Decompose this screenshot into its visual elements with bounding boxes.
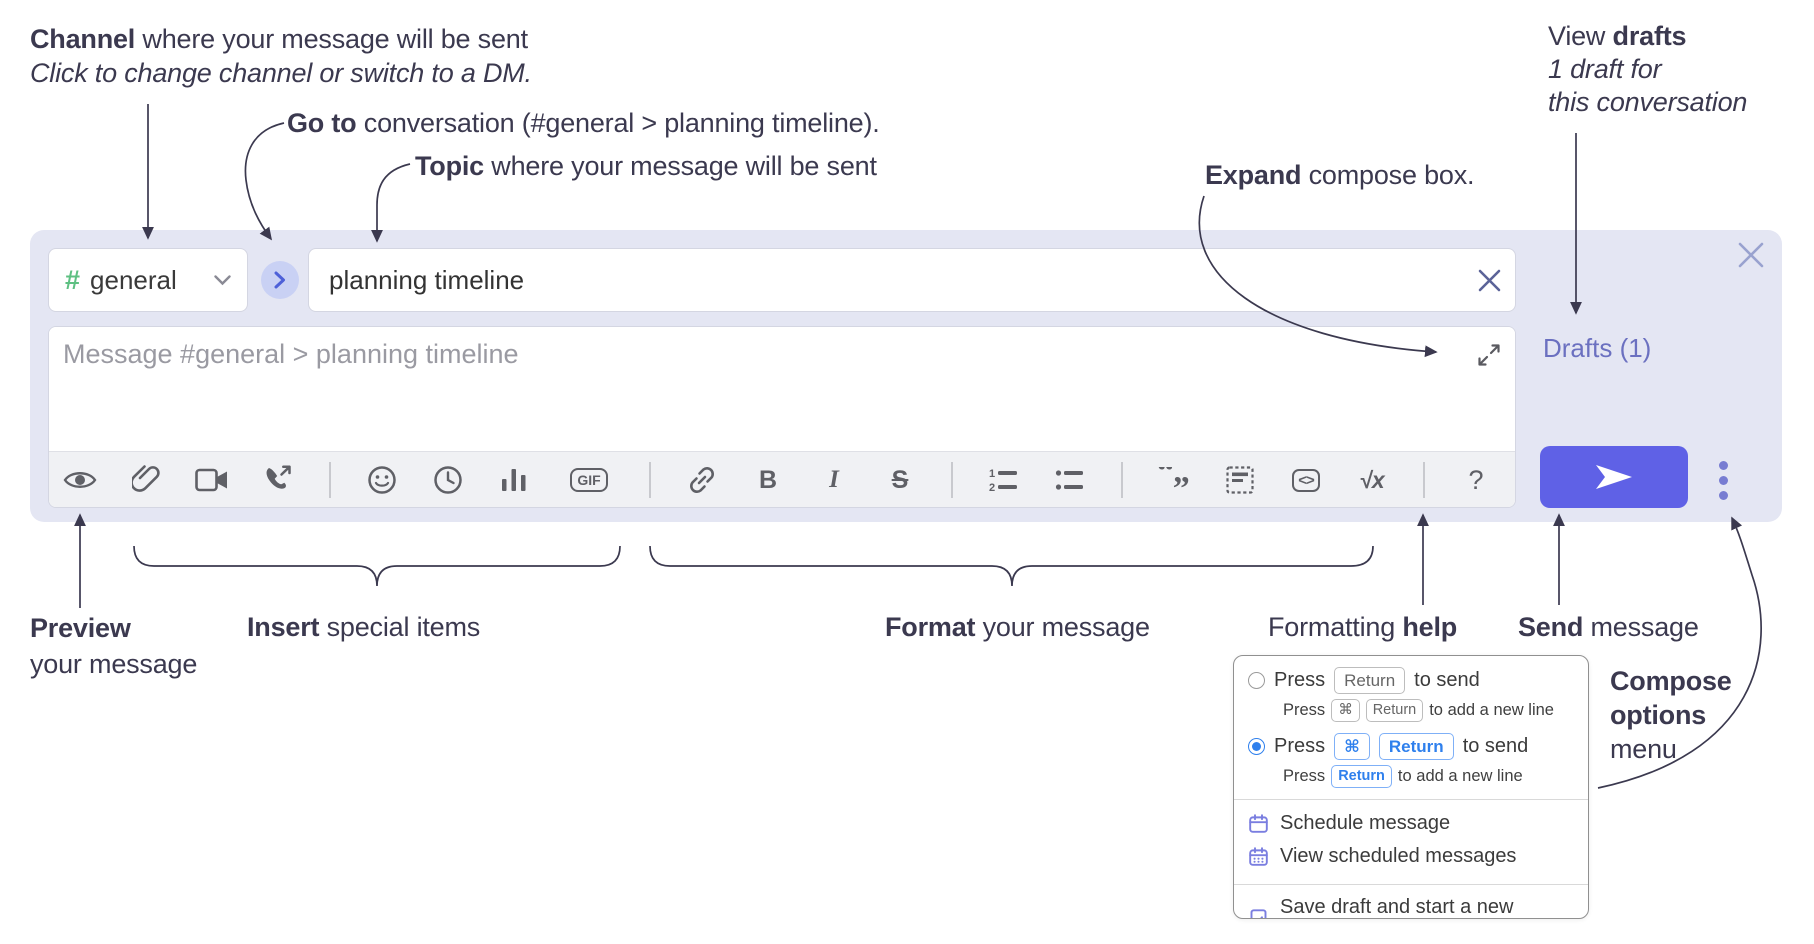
compose-options-menu-button[interactable] <box>1712 452 1734 508</box>
chevron-right-icon <box>274 271 285 289</box>
close-icon <box>1738 242 1764 268</box>
annotation-channel-sub: Click to change channel or switch to a D… <box>30 58 532 88</box>
menu-item-view-scheduled[interactable]: View scheduled messages <box>1234 840 1588 873</box>
radio-unselected-icon[interactable] <box>1248 672 1265 689</box>
bold-icon[interactable]: B <box>758 465 778 494</box>
start-video-call-icon[interactable] <box>195 460 229 500</box>
attach-file-icon[interactable] <box>129 460 163 500</box>
return-keycap: Return <box>1331 765 1392 788</box>
draft-document-icon <box>1250 908 1267 918</box>
calendar-icon <box>1249 814 1268 833</box>
bulleted-list-icon[interactable] <box>1053 460 1087 500</box>
message-area: GIF B I S 12 “„ <box>48 326 1516 508</box>
chevron-down-icon <box>214 274 231 285</box>
send-button[interactable] <box>1540 446 1688 508</box>
kebab-dot <box>1718 460 1728 470</box>
annotation-channel-bold: Channel <box>30 24 136 54</box>
annotation-view-drafts: View drafts 1 draft for this conversatio… <box>1548 21 1748 117</box>
menu-item-schedule-message[interactable]: Schedule message <box>1234 807 1588 840</box>
emoji-icon[interactable] <box>365 460 399 500</box>
toolbar-divider <box>649 462 651 498</box>
channel-name: general <box>90 264 177 295</box>
cmd-keycap: ⌘ <box>1334 733 1370 760</box>
svg-text:„: „ <box>1173 467 1190 490</box>
quote-icon[interactable]: “„ <box>1157 460 1191 500</box>
annotation-goto: Go to conversation (#general > planning … <box>287 108 880 138</box>
calendar-dots-icon <box>1249 847 1268 866</box>
go-to-conversation-button[interactable] <box>261 261 299 299</box>
topic-input-wrapper <box>308 248 1516 312</box>
drafts-link[interactable]: Drafts (1) <box>1543 333 1652 363</box>
spoiler-icon[interactable] <box>1223 460 1257 500</box>
annotation-formatting-help: Formatting help <box>1268 612 1458 642</box>
return-keycap: Return <box>1334 667 1406 694</box>
svg-text:2: 2 <box>989 482 995 494</box>
toolbar-divider <box>951 462 953 498</box>
toolbar-divider <box>1423 462 1425 498</box>
svg-text:1: 1 <box>989 468 995 480</box>
message-input[interactable] <box>49 327 1515 450</box>
popup-divider <box>1234 884 1588 885</box>
send-icon <box>1596 465 1632 489</box>
strikethrough-icon[interactable]: S <box>891 465 909 494</box>
math-icon[interactable]: √x <box>1359 466 1385 493</box>
send-option-return-sub: Press ⌘ Return to add a new line <box>1234 699 1588 722</box>
channel-selector[interactable]: # general <box>48 248 248 312</box>
svg-text:“: “ <box>1157 467 1174 490</box>
send-option-return[interactable]: Press Return to send <box>1234 667 1588 694</box>
close-compose-button[interactable] <box>1736 240 1772 276</box>
add-poll-icon[interactable] <box>497 460 531 500</box>
goto-arrow <box>244 122 285 241</box>
annotation-channel: Channel where your message will be sent … <box>30 22 532 90</box>
menu-item-save-draft[interactable]: Save draft and start a new message <box>1234 891 1588 918</box>
return-keycap: Return <box>1378 733 1454 760</box>
topic-input[interactable] <box>309 264 1469 296</box>
cmd-keycap: ⌘ <box>1331 699 1360 722</box>
format-brace <box>649 545 1374 587</box>
clear-topic-button[interactable] <box>1469 260 1509 300</box>
annotation-insert: Insert special items <box>247 612 481 642</box>
channel-hash-icon: # <box>65 264 81 295</box>
add-gif-icon[interactable]: GIF <box>563 460 615 500</box>
toolbar-divider <box>329 462 331 498</box>
radio-selected-icon[interactable] <box>1248 738 1265 755</box>
expand-compose-icon[interactable] <box>1477 343 1501 367</box>
link-icon[interactable] <box>685 460 719 500</box>
message-formatting-icon[interactable]: ? <box>1468 464 1484 495</box>
annotation-channel-rest: where your message will be sent <box>135 24 528 54</box>
preview-icon[interactable] <box>63 460 97 500</box>
start-voice-call-icon[interactable] <box>261 460 295 500</box>
italic-icon[interactable]: I <box>829 466 839 493</box>
return-keycap: Return <box>1365 699 1424 722</box>
annotation-preview: Preview your message <box>30 613 198 679</box>
toolbar-divider <box>1121 462 1123 498</box>
compose-options-popup: Press Return to send Press ⌘ Return to a… <box>1233 655 1589 919</box>
close-icon <box>1478 269 1500 291</box>
send-option-cmd-return-sub: Press Return to add a new line <box>1234 765 1588 788</box>
kebab-dot <box>1718 490 1728 500</box>
compose-box: # general <box>30 230 1782 522</box>
annotation-format: Format your message <box>885 612 1150 642</box>
send-option-cmd-return[interactable]: Press ⌘ Return to send <box>1234 733 1588 760</box>
annotation-send: Send message <box>1518 612 1699 642</box>
annotation-compose-options: Compose options menu <box>1610 666 1732 764</box>
add-global-time-icon[interactable] <box>431 460 465 500</box>
kebab-dot <box>1718 475 1728 485</box>
popup-divider <box>1234 799 1588 800</box>
code-icon[interactable]: <> <box>1289 460 1323 500</box>
annotation-expand: Expand compose box. <box>1205 160 1475 190</box>
insert-brace <box>133 545 621 587</box>
annotation-topic: Topic where your message will be sent <box>415 151 877 181</box>
